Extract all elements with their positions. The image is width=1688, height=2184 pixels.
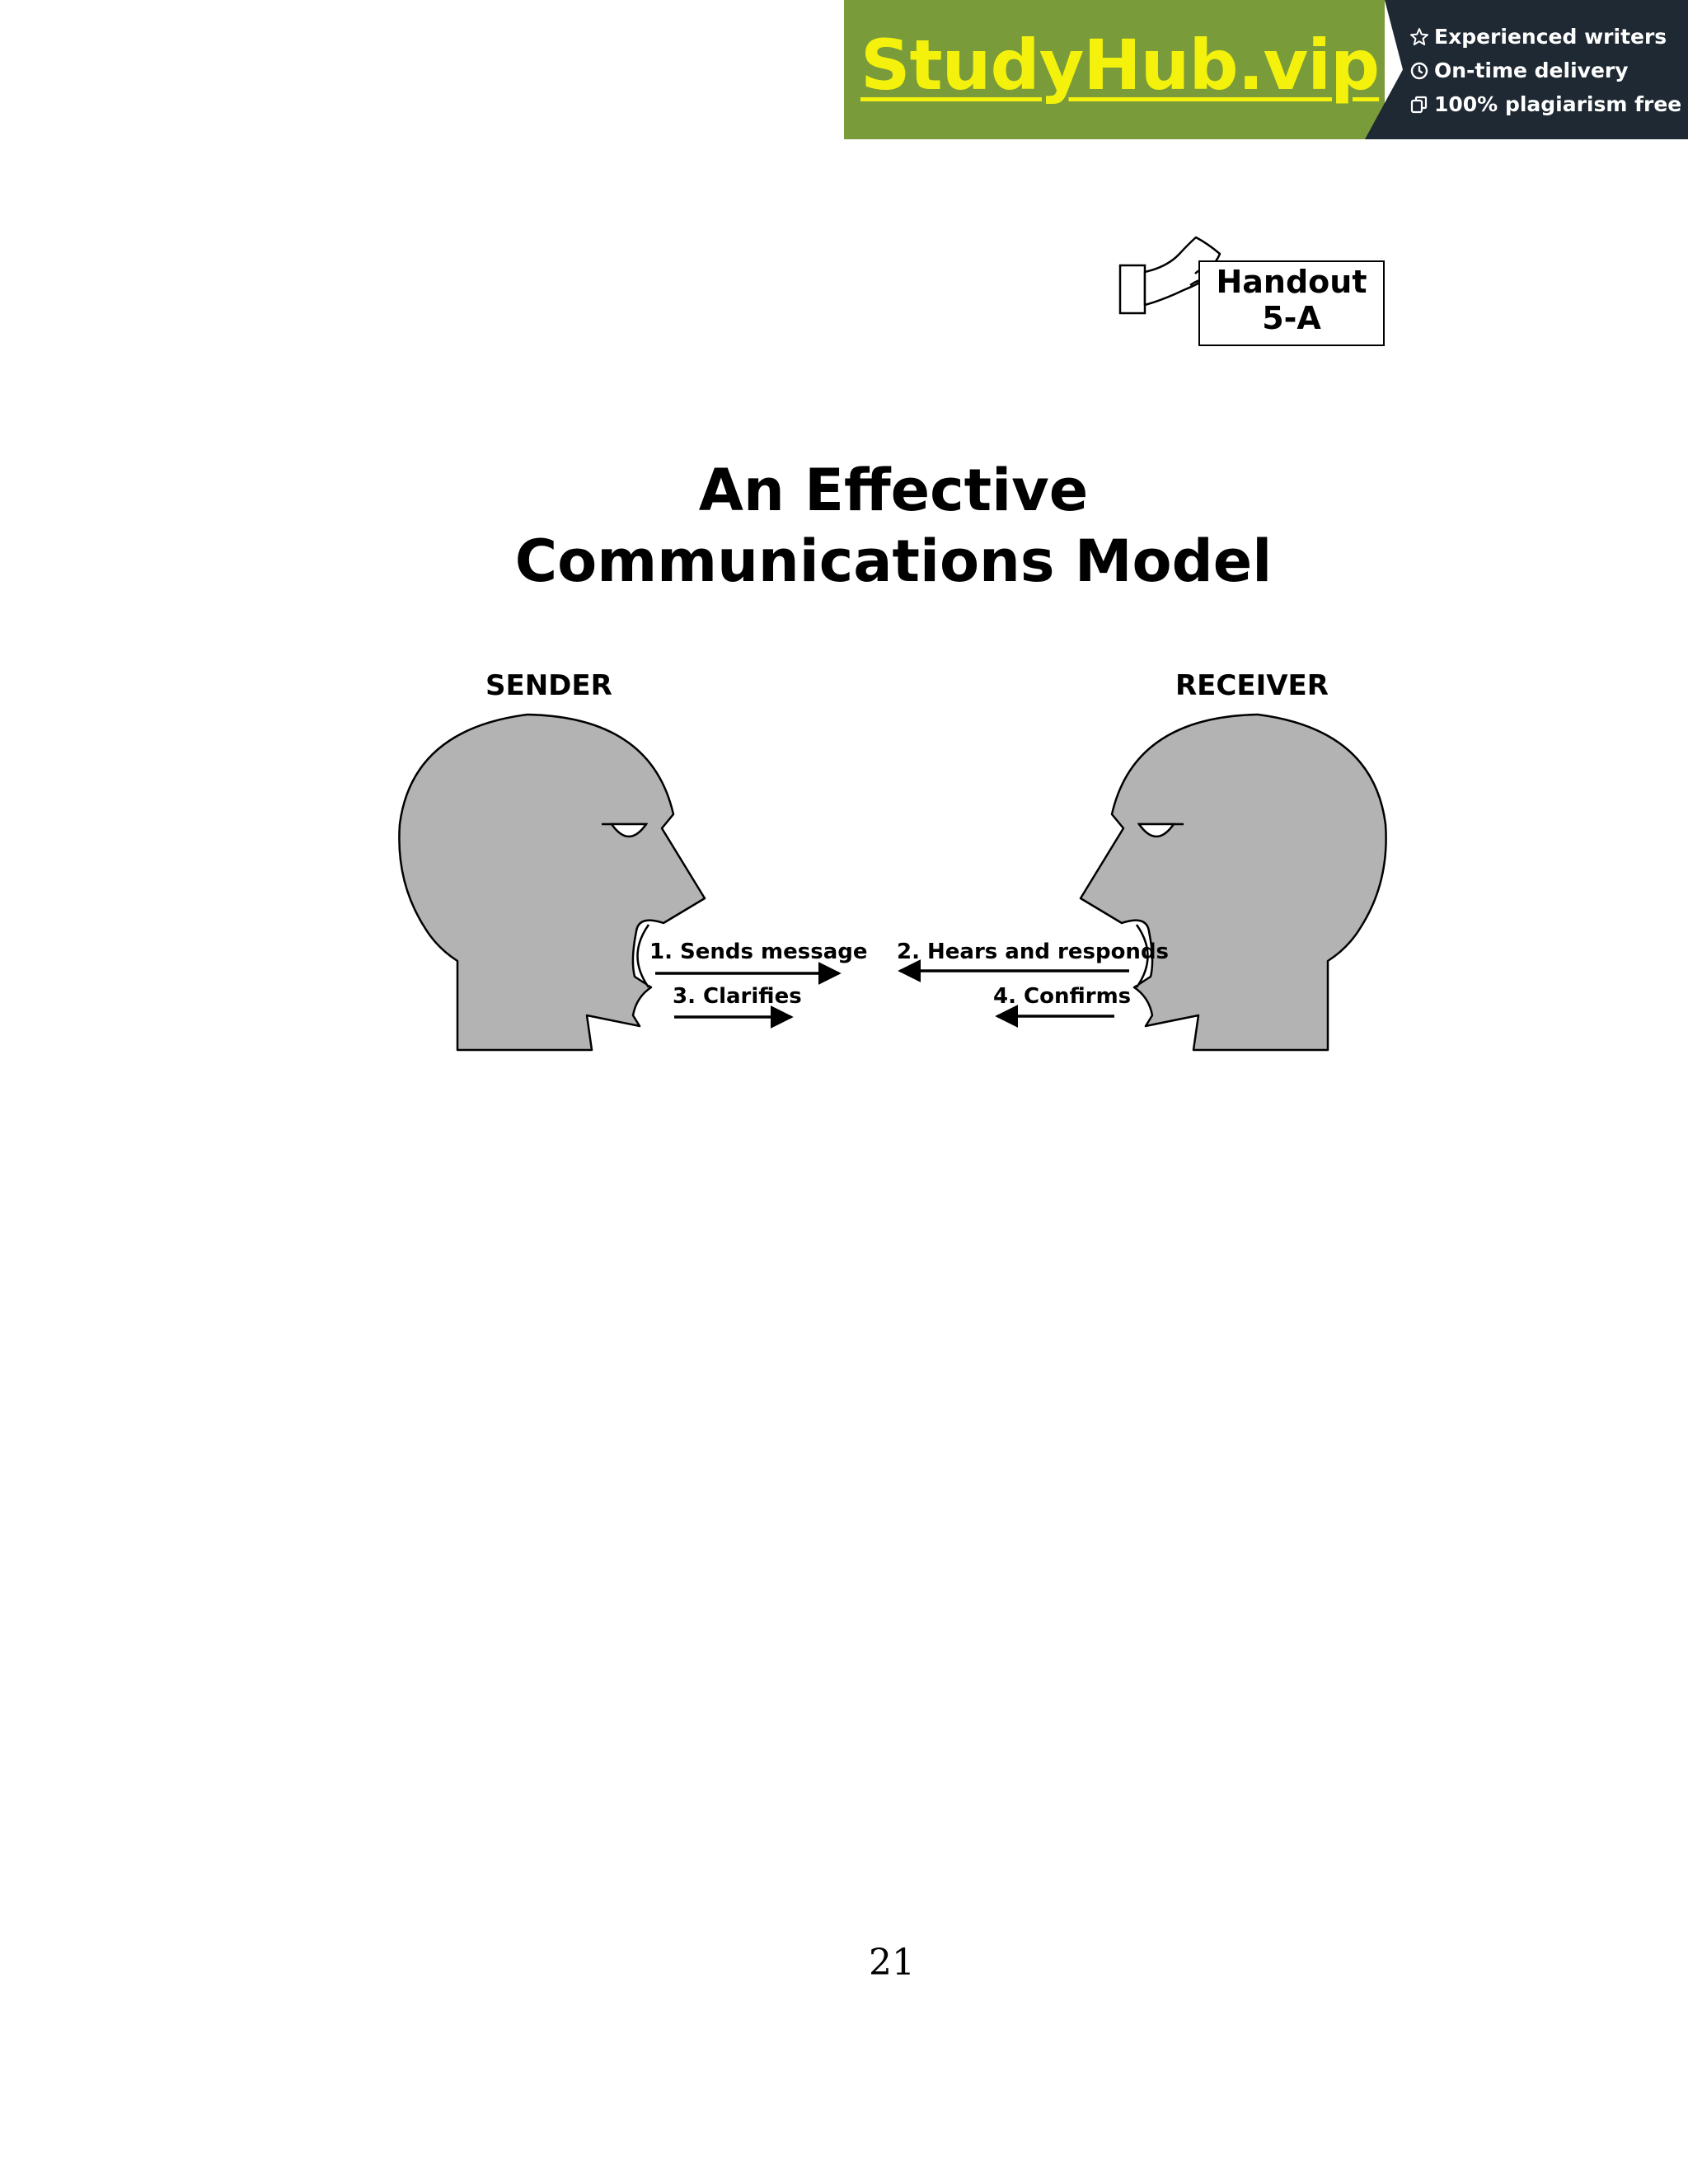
copy-icon	[1410, 96, 1428, 113]
step-confirms: 4. Confirms	[993, 984, 1132, 1009]
perk-label: On-time delivery	[1434, 59, 1629, 82]
clock-icon	[1410, 62, 1428, 79]
communication-diagram	[398, 713, 1387, 1052]
handout-label: Handout 5-A	[1198, 264, 1385, 336]
handout-number: 5-A	[1262, 300, 1321, 336]
page-title-line-1: An Effective	[698, 457, 1089, 524]
perks-list: Experienced writers On-time delivery 100…	[1409, 20, 1681, 121]
perk-label: 100% plagiarism free	[1434, 92, 1682, 116]
perk-item: Experienced writers	[1409, 20, 1681, 54]
perk-item: 100% plagiarism free	[1409, 87, 1681, 121]
handout-title: Handout	[1216, 264, 1367, 300]
page-title: An Effective Communications Model	[0, 455, 1688, 597]
ad-banner[interactable]: StudyHub.vip Experienced writers On-time…	[844, 0, 1688, 139]
step-hears-and-responds: 2. Hears and responds	[897, 940, 1170, 964]
step-sends-message: 1. Sends message	[649, 940, 868, 964]
handout-card	[1198, 260, 1385, 346]
banner-logo-panel: StudyHub.vip	[844, 0, 1385, 139]
sender-label: SENDER	[485, 669, 612, 702]
sender-head	[398, 713, 706, 1052]
perk-item: On-time delivery	[1409, 54, 1681, 87]
step-clarifies: 3. Clarifies	[673, 984, 802, 1009]
receiver-head	[1079, 713, 1387, 1052]
star-icon	[1410, 27, 1428, 45]
handout-tag: Handout 5-A	[1118, 236, 1386, 346]
brand-logo[interactable]: StudyHub.vip	[860, 25, 1380, 105]
receiver-eye	[1137, 823, 1184, 838]
perk-label: Experienced writers	[1434, 25, 1667, 49]
page-number: 21	[869, 1942, 915, 1984]
receiver-label: RECEIVER	[1175, 669, 1329, 702]
sender-eye	[602, 823, 649, 838]
page-title-line-2: Communications Model	[514, 527, 1273, 595]
